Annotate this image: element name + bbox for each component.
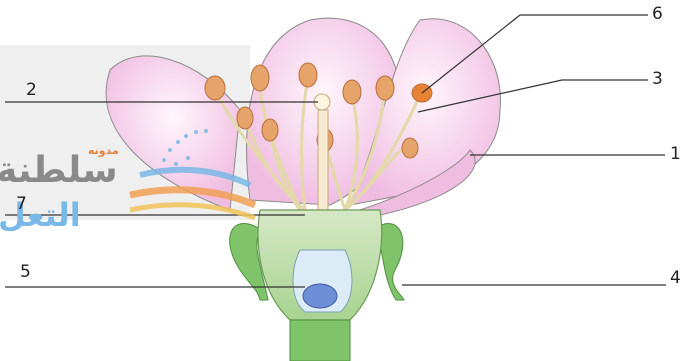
anther bbox=[205, 76, 225, 100]
callout-3: 3 bbox=[652, 71, 663, 88]
anther bbox=[376, 76, 394, 100]
ovule bbox=[303, 284, 337, 308]
anther bbox=[343, 80, 361, 104]
watermark-line1: سلطنة bbox=[0, 150, 118, 191]
callout-7: 7 bbox=[16, 196, 27, 213]
callout-5: 5 bbox=[20, 264, 31, 281]
anther bbox=[262, 119, 278, 141]
anther bbox=[299, 63, 317, 87]
callout-1: 1 bbox=[670, 146, 681, 163]
callout-4: 4 bbox=[670, 270, 681, 287]
anther bbox=[237, 107, 253, 129]
callout-2: 2 bbox=[26, 82, 37, 99]
anther bbox=[402, 138, 418, 158]
stem bbox=[290, 320, 350, 361]
callout-6: 6 bbox=[652, 6, 663, 23]
watermark-line2: التعل bbox=[0, 196, 81, 234]
anther bbox=[251, 65, 269, 91]
